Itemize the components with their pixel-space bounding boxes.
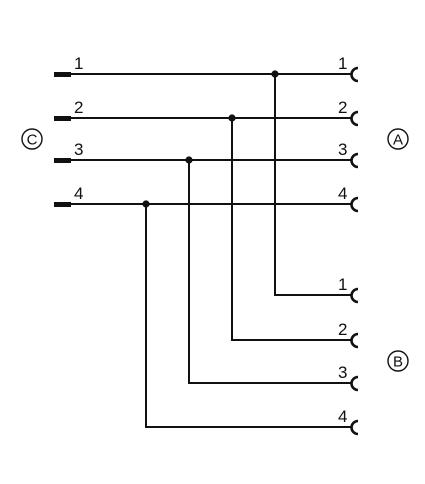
connector-c-pin-4-stub <box>54 202 71 207</box>
wire-1-branch <box>274 73 351 296</box>
connector-a-pin-2-socket-icon <box>350 110 359 127</box>
group-badge-c: C <box>21 128 43 150</box>
connector-a-pin-1-socket-icon <box>350 66 359 83</box>
connector-b-pin-3-socket-icon <box>350 375 359 392</box>
group-label-b: B <box>393 354 403 371</box>
connector-a-pin-3-socket-icon <box>350 152 359 169</box>
connector-c <box>54 72 71 207</box>
wires-branch-to-b <box>145 73 351 428</box>
connector-b-pin-4-socket-icon <box>350 419 359 436</box>
group-badge-b: B <box>387 350 409 372</box>
connector-a-labels: 1 2 3 4 <box>338 54 347 203</box>
connector-a <box>350 66 359 213</box>
connector-c-pin-label: 2 <box>74 98 83 117</box>
group-badge-a: A <box>387 128 409 150</box>
group-label-a: A <box>393 132 403 149</box>
connector-c-pin-2-stub <box>54 116 71 121</box>
connector-c-pin-3-stub <box>54 158 71 163</box>
junction-dot-4 <box>142 200 150 208</box>
junctions <box>142 70 279 208</box>
junction-dot-2 <box>228 114 236 122</box>
wires-c-to-a <box>70 73 351 205</box>
group-badge-c-circle <box>21 128 43 150</box>
group-badge-a-circle <box>387 128 409 150</box>
wire-3-branch <box>188 159 351 384</box>
connector-c-labels: 1 2 3 4 <box>74 54 83 203</box>
connector-b-pin-label: 3 <box>338 363 347 382</box>
group-badge-b-circle <box>387 350 409 372</box>
wire-4-branch <box>145 203 351 428</box>
connector-b-pin-2-socket-icon <box>350 332 359 349</box>
connector-b-pin-label: 2 <box>338 320 347 339</box>
connector-b <box>350 287 359 436</box>
connector-b-pin-1-socket-icon <box>350 287 359 304</box>
connector-c-pin-1-stub <box>54 72 71 77</box>
connector-a-pin-label: 1 <box>338 54 347 73</box>
connector-a-pin-4-socket-icon <box>350 196 359 213</box>
connector-a-pin-label: 3 <box>338 140 347 159</box>
junction-dot-3 <box>185 156 193 164</box>
connector-c-pin-label: 3 <box>74 140 83 159</box>
wire-2-branch <box>231 117 351 341</box>
group-label-c: C <box>27 132 38 149</box>
connector-a-pin-label: 4 <box>338 184 347 203</box>
connector-b-pin-label: 1 <box>338 275 347 294</box>
junction-dot-1 <box>271 70 279 78</box>
connector-b-pin-label: 4 <box>338 407 347 426</box>
connector-b-labels: 1 2 3 4 <box>338 275 347 426</box>
connector-c-pin-label: 4 <box>74 184 83 203</box>
connector-c-pin-label: 1 <box>74 54 83 73</box>
connector-a-pin-label: 2 <box>338 98 347 117</box>
